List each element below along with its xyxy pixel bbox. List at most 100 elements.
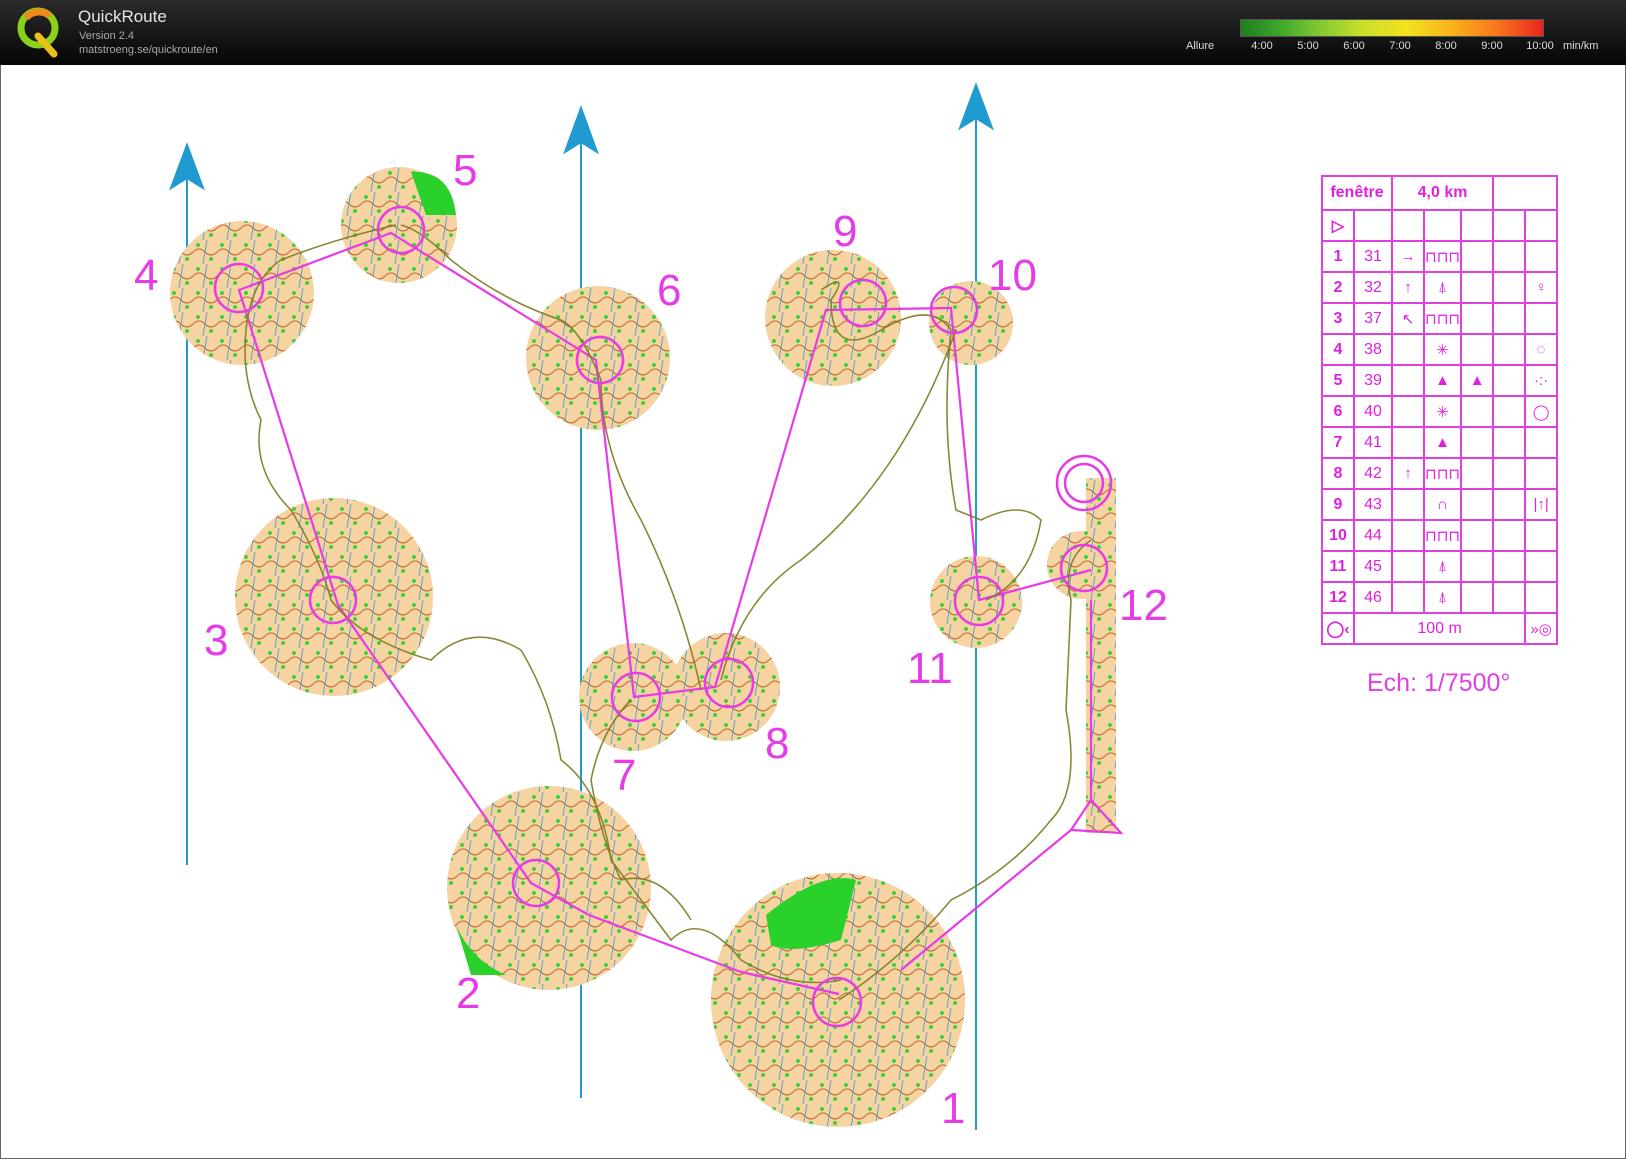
orienteering-map[interactable]: 1 2 3 4 5 6 7 8 9 10 11 12	[1, 65, 1626, 1159]
description-cell-d: ⊓⊓⊓	[1422, 302, 1463, 335]
title-bar: QuickRoute Version 2.4 matstroeng.se/qui…	[0, 0, 1626, 65]
description-cell-c	[1391, 581, 1425, 614]
description-cell-c: ↑	[1391, 457, 1425, 490]
description-cell-g	[1524, 240, 1559, 273]
description-cell-f	[1492, 457, 1527, 490]
description-cell-e: ▲	[1460, 364, 1495, 397]
description-cell-num: 2	[1321, 271, 1355, 304]
description-cell-f	[1492, 364, 1527, 397]
pace-tick: 4:00	[1251, 40, 1273, 52]
description-cell-code: 42	[1353, 457, 1393, 490]
app-version: Version 2.4	[79, 30, 135, 42]
description-cell-f	[1492, 550, 1527, 583]
description-cell-d: ✳	[1422, 333, 1463, 366]
description-cell-num: 7	[1321, 426, 1355, 459]
description-cell-num: 5	[1321, 364, 1355, 397]
event-name: fenêtre	[1321, 175, 1393, 211]
course-length: 4,0 km	[1390, 175, 1495, 211]
description-cell-f	[1492, 333, 1527, 366]
description-cell-code: 45	[1353, 550, 1393, 583]
description-cell-g: ♀	[1524, 271, 1559, 304]
description-cell-e	[1460, 333, 1495, 366]
control-number-1: 1	[941, 1084, 965, 1133]
description-cell-num: 8	[1321, 457, 1355, 490]
description-cell-e	[1460, 519, 1495, 552]
control-number-7: 7	[612, 751, 636, 800]
pace-tick: 9:00	[1481, 40, 1503, 52]
description-cell-g: |↑|	[1524, 488, 1559, 521]
description-cell-code: 39	[1353, 364, 1393, 397]
description-cell-code: 31	[1353, 240, 1393, 273]
description-cell-g	[1524, 581, 1559, 614]
description-cell-d: ⍋	[1422, 581, 1463, 614]
description-cell-num: 11	[1321, 550, 1355, 583]
description-cell-f	[1492, 581, 1527, 614]
description-cell-f	[1492, 240, 1527, 273]
description-cell-c	[1391, 364, 1425, 397]
description-cell-c	[1391, 488, 1425, 521]
control-circles[interactable]	[213, 205, 1113, 1028]
description-cell-c	[1391, 519, 1425, 552]
control-number-8: 8	[765, 719, 789, 768]
description-cell-d: ∩	[1422, 488, 1463, 521]
description-cell-c	[1391, 333, 1425, 366]
description-cell-e	[1460, 457, 1495, 490]
app-url[interactable]: matstroeng.se/quickroute/en	[79, 44, 218, 56]
description-cell-code: 44	[1353, 519, 1393, 552]
finish-icon: »◎	[1524, 612, 1559, 645]
description-cell-c: →	[1391, 240, 1425, 273]
control-number-4: 4	[134, 251, 158, 300]
description-cell-c	[1391, 550, 1425, 583]
description-cell-d: ✳	[1422, 395, 1463, 428]
control-number-12: 12	[1119, 581, 1168, 630]
description-cell-code: 38	[1353, 333, 1393, 366]
control-number-5: 5	[453, 146, 477, 195]
pace-tick: 10:00	[1526, 40, 1554, 52]
control-number-10: 10	[988, 251, 1037, 300]
pace-tick: 7:00	[1389, 40, 1411, 52]
description-cell-e	[1460, 550, 1495, 583]
description-cell-e	[1460, 488, 1495, 521]
description-cell-d: ▲	[1422, 364, 1463, 397]
description-cell-d: ⊓⊓⊓	[1422, 240, 1463, 273]
description-cell-e	[1460, 240, 1495, 273]
description-cell-g: ◯	[1524, 395, 1559, 428]
control-number-3: 3	[204, 616, 228, 665]
pace-tick: 5:00	[1297, 40, 1319, 52]
control-numbers: 1 2 3 4 5 6 7 8 9 10 11 12	[134, 146, 1168, 1133]
description-cell-num: 4	[1321, 333, 1355, 366]
description-cell-g	[1524, 426, 1559, 459]
description-cell-g: ·:·	[1524, 364, 1559, 397]
map-canvas[interactable]: 1 2 3 4 5 6 7 8 9 10 11 12 fenêtre 4,0 k…	[0, 65, 1626, 1159]
description-cell-f	[1492, 426, 1527, 459]
description-cell-e	[1460, 581, 1495, 614]
description-cell-c	[1391, 426, 1425, 459]
description-cell-code: 46	[1353, 581, 1393, 614]
description-cell-d: ⍋	[1422, 271, 1463, 304]
gps-route	[244, 224, 1092, 1001]
description-cell-d: ⍋	[1422, 550, 1463, 583]
description-cell-c: ↑	[1391, 271, 1425, 304]
description-cell-num: 12	[1321, 581, 1355, 614]
quickroute-logo-icon	[17, 7, 59, 58]
pace-tick: 6:00	[1343, 40, 1365, 52]
description-cell-f	[1492, 271, 1527, 304]
finish-start-icon: ◯‹	[1321, 612, 1355, 645]
description-cell-code: 43	[1353, 488, 1393, 521]
description-cell-d: ▲	[1422, 426, 1463, 459]
description-cell-g	[1524, 302, 1559, 335]
description-cell-num: 1	[1321, 240, 1355, 273]
app-title: QuickRoute	[78, 7, 167, 26]
control-number-9: 9	[833, 207, 857, 256]
description-cell-f	[1492, 395, 1527, 428]
